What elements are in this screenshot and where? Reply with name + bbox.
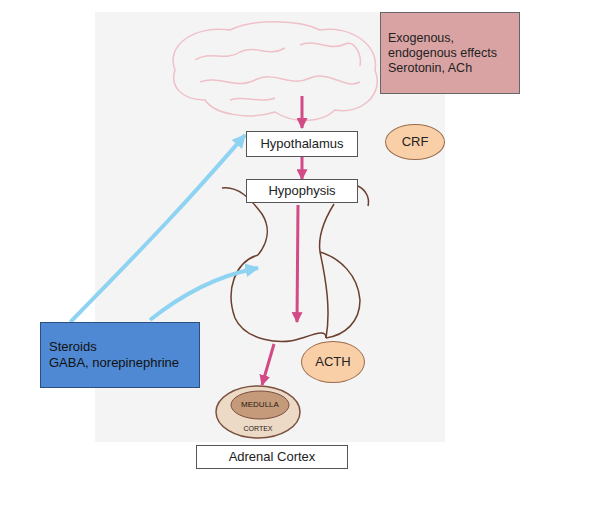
- node-text: Hypothalamus: [260, 136, 343, 152]
- adrenal-medulla-shape: [231, 391, 289, 419]
- node-text: Serotonin, ACh: [388, 61, 472, 76]
- brain-gyrus: [300, 43, 360, 66]
- brain-gyrus: [230, 98, 275, 100]
- node-text: Steroids: [49, 339, 97, 355]
- modulator-box: SteroidsGABA, norepinephrine: [40, 322, 200, 388]
- node-text: Exogenous, endogenous effects: [388, 31, 512, 61]
- brain-outline: [173, 22, 377, 121]
- node-text: ACTH: [315, 354, 350, 370]
- stalk-edge: [358, 186, 369, 206]
- feedback-arrow: [70, 135, 245, 322]
- brain-gyrus: [200, 76, 360, 84]
- hormone-oval: ACTH: [301, 341, 365, 383]
- anterior-lobe: [231, 255, 326, 341]
- node-text: CRF: [402, 134, 429, 150]
- adrenal-cortex-shape: [216, 386, 300, 438]
- flow-arrow: [301, 157, 304, 179]
- posterior-lobe: [320, 252, 360, 338]
- brain-gyrus: [195, 48, 285, 60]
- adrenal-cortex-box: Adrenal Cortex: [196, 445, 348, 469]
- node-text: GABA, norepinephrine: [49, 355, 179, 371]
- hypothalamus-box: Hypothalamus: [246, 131, 358, 157]
- adrenal-sketch: [216, 386, 300, 438]
- effects-box: Exogenous, endogenous effectsSerotonin, …: [380, 12, 520, 94]
- node-text: Hypophysis: [268, 183, 335, 199]
- brain-arrow: [301, 96, 304, 128]
- pituitary-sketch: [222, 186, 369, 341]
- part-label: CORTEX: [243, 425, 272, 432]
- stalk-edge: [320, 204, 334, 252]
- node-text: Adrenal Cortex: [229, 449, 316, 465]
- pituitary-arrow: [297, 205, 298, 322]
- hypophysis-box: Hypophysis: [246, 179, 358, 203]
- part-label: MEDULLA: [241, 401, 279, 409]
- brain-sketch: [173, 22, 377, 121]
- feedback-arrow: [150, 268, 258, 320]
- acth-arrow: [262, 344, 274, 385]
- lobe-divider: [320, 252, 328, 338]
- hormone-oval: CRF: [385, 124, 445, 160]
